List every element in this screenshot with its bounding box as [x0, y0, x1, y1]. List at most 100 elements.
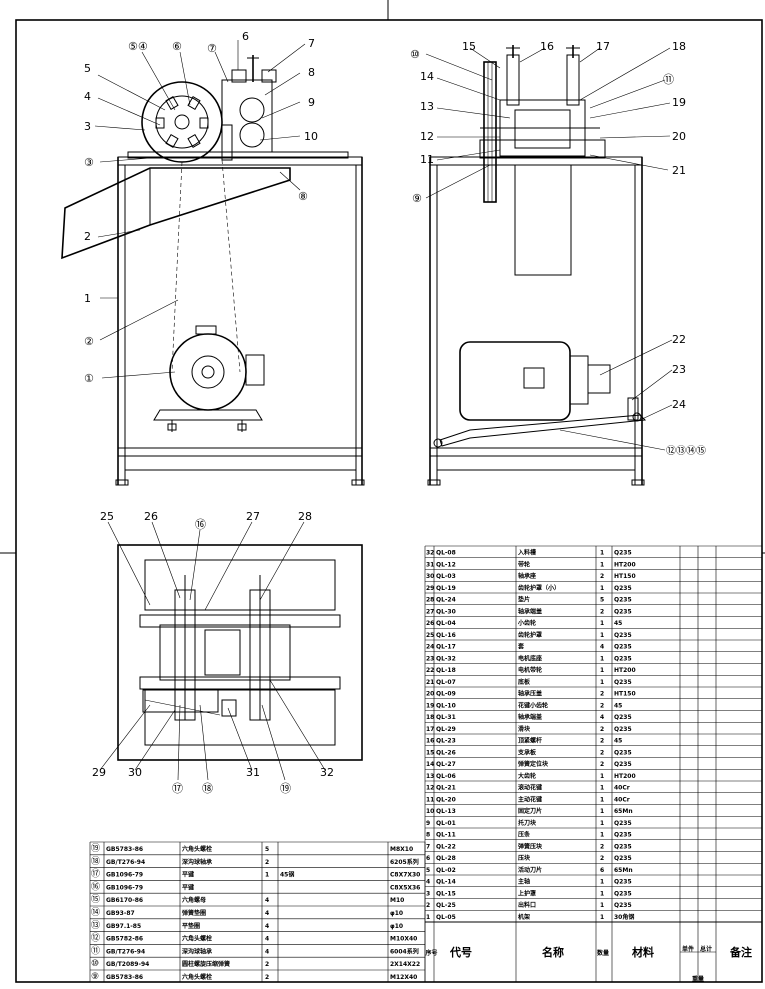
- parts-list-cell: 40Cr: [614, 796, 630, 803]
- parts-list-cell: Q235: [614, 714, 632, 721]
- callout-label: 30: [128, 766, 142, 779]
- parts-list-cell: 1: [426, 914, 430, 921]
- parts-list-cell: 65Mn: [614, 867, 633, 874]
- standard-parts-cell: 6004系列: [390, 947, 419, 955]
- callout-label: ⑨: [412, 192, 422, 205]
- side-view: [427, 45, 647, 486]
- parts-list-cell: 19: [426, 702, 434, 709]
- callout-label: ⑱: [202, 782, 213, 795]
- parts-list-cell: QL-13: [436, 808, 456, 815]
- parts-list-cell: 机架: [518, 913, 530, 921]
- callout-label: ②: [84, 335, 94, 348]
- parts-list-cell: 1: [600, 820, 604, 827]
- parts-list-cell: 电机带轮: [518, 666, 542, 674]
- standard-parts-cell: 4: [265, 910, 269, 917]
- parts-list-cell: 4: [426, 879, 430, 886]
- callout-label: ⑩: [410, 48, 420, 61]
- leader-lines: [94, 40, 673, 781]
- parts-list-cell: 2: [600, 749, 604, 756]
- parts-list-cell: 1: [600, 902, 604, 909]
- standard-parts-cell: 深沟球轴承: [182, 858, 212, 866]
- standard-parts-cell: ⑮: [91, 894, 100, 905]
- standard-parts-cell: φ10: [390, 923, 403, 930]
- parts-list-cell: 2: [600, 608, 604, 615]
- parts-list-cell: 40Cr: [614, 785, 630, 792]
- parts-list-cell: HT150: [614, 691, 636, 698]
- parts-list-cell: 31: [426, 561, 434, 568]
- parts-list-cell: 1: [600, 655, 604, 662]
- standard-parts-cell: ⑱: [91, 856, 100, 867]
- standard-parts-cell: GB6170-86: [106, 897, 143, 904]
- parts-list-cell: 22: [426, 667, 434, 674]
- top-view: [117, 544, 363, 761]
- parts-list-cell: QL-05: [436, 914, 456, 921]
- parts-list-cell: Q235: [614, 890, 632, 897]
- parts-list-cell: 1: [600, 679, 604, 686]
- parts-list-cell: 2: [600, 573, 604, 580]
- parts-list-cell: 主轴: [518, 878, 530, 886]
- standard-parts-cell: 5: [265, 846, 269, 853]
- parts-list-cell: QL-25: [436, 902, 456, 909]
- parts-list-cell: 底板: [518, 678, 531, 686]
- parts-list-cell: Q235: [614, 597, 632, 604]
- parts-list-cell: 滑块: [518, 725, 531, 733]
- standard-parts-cell: ⑰: [91, 869, 100, 880]
- parts-list-cell: QL-29: [436, 726, 456, 733]
- standard-parts-cell: ⑫: [91, 933, 100, 944]
- parts-list-cell: 2: [600, 761, 604, 768]
- parts-list-cell: 9: [426, 820, 430, 827]
- parts-list-cell: QL-15: [436, 890, 456, 897]
- callout-label: 11: [420, 153, 434, 166]
- standard-parts-cell: GB1096-79: [106, 884, 143, 891]
- parts-list-cell: QL-12: [436, 561, 456, 568]
- parts-list-cell: Q235: [614, 679, 632, 686]
- parts-list-cell: 28: [426, 597, 434, 604]
- parts-list-cell: 1: [600, 620, 604, 627]
- parts-list-cell: 齿轮护罩（小）: [518, 584, 560, 592]
- parts-list-cell: 7: [426, 843, 430, 850]
- parts-list-cell: 2: [600, 738, 604, 745]
- callout-label: 13: [420, 100, 434, 113]
- standard-parts-cell: ⑬: [91, 920, 100, 931]
- parts-list-header-cell: 代号: [449, 945, 472, 959]
- parts-list-cell: Q235: [614, 761, 632, 768]
- parts-list-header-cell: 数量: [597, 949, 609, 957]
- parts-list-cell: QL-02: [436, 867, 456, 874]
- parts-list-cell: QL-10: [436, 702, 456, 709]
- standard-parts-cell: 4: [265, 936, 269, 943]
- parts-list-cell: 1: [600, 832, 604, 839]
- callout-label: 26: [144, 510, 158, 523]
- parts-list-cell: QL-20: [436, 796, 456, 803]
- parts-list-cell: QL-22: [436, 843, 456, 850]
- callout-label: 12: [420, 130, 434, 143]
- parts-list-cell: Q235: [614, 820, 632, 827]
- parts-list-cell: QL-21: [436, 785, 456, 792]
- callout-label: ⑲: [280, 782, 291, 795]
- callout-label: 4: [84, 90, 91, 103]
- standard-parts-cell: 平键: [182, 871, 195, 879]
- parts-list-cell: HT200: [614, 773, 636, 780]
- standard-parts-cell: 4: [265, 948, 269, 955]
- standard-parts-cell: ⑲: [91, 843, 100, 854]
- parts-list-cell: 2: [600, 702, 604, 709]
- parts-list-cell: Q235: [614, 550, 632, 557]
- parts-list-cell: 轴承座: [518, 572, 536, 580]
- standard-parts-cell: 深沟球轴承: [182, 947, 212, 955]
- parts-list-cell: 10: [426, 808, 434, 815]
- standard-parts-cell: 45钢: [280, 871, 294, 879]
- parts-list-cell: 固定刀片: [518, 807, 542, 815]
- parts-list-cell: 主动花键: [518, 795, 543, 803]
- standard-parts-cell: 2: [265, 974, 269, 981]
- callout-label: 16: [540, 40, 554, 53]
- parts-list-cell: 25: [426, 632, 434, 639]
- standard-parts-cell: 六角头螺栓: [182, 973, 212, 981]
- parts-list-cell: QL-07: [436, 679, 456, 686]
- standard-parts-cell: 6205系列: [390, 858, 419, 866]
- standard-parts-cell: GB5783-86: [106, 846, 143, 853]
- callout-label: ⑤④: [128, 40, 148, 53]
- parts-list-cell: QL-11: [436, 832, 456, 839]
- standard-parts-cell: 4: [265, 897, 269, 904]
- standard-parts-cell: ⑩: [91, 959, 99, 969]
